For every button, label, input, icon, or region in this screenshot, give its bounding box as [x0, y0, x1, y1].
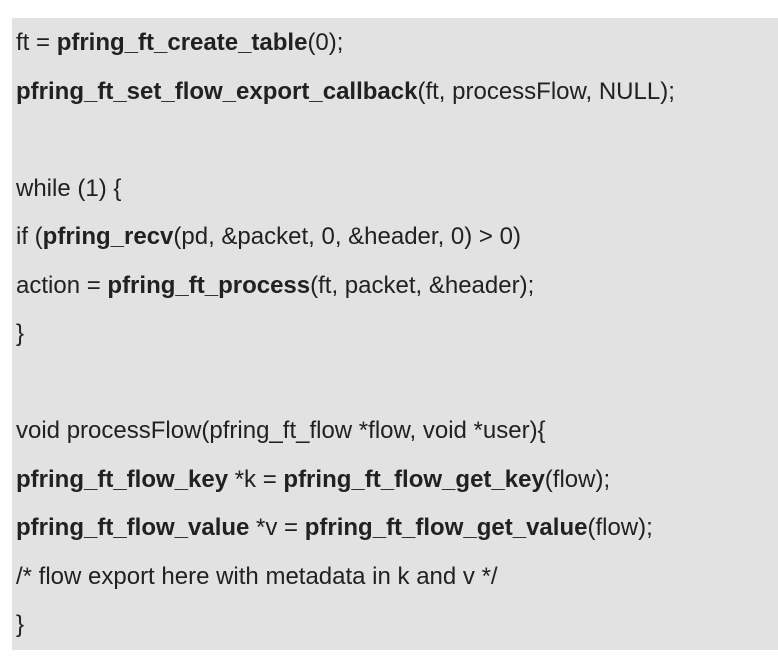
code-text: *v =: [249, 514, 305, 541]
code-line: action = pfring_ft_process(ft, packet, &…: [16, 262, 778, 311]
code-line: [16, 116, 778, 165]
code-text: (flow);: [544, 465, 611, 493]
code-text: (pd, &packet, 0, &header, 0) > 0): [173, 223, 521, 250]
code-function-name: pfring_recv: [42, 223, 174, 250]
code-text: if (: [16, 223, 43, 250]
code-text: (0);: [307, 29, 344, 56]
code-text: (ft, packet, &header);: [310, 271, 535, 299]
code-text: action =: [16, 271, 108, 299]
code-function-name: pfring_ft_create_table: [56, 29, 308, 56]
code-text: (flow);: [587, 514, 653, 541]
code-function-name: pfring_ft_set_flow_export_callback: [16, 77, 418, 105]
code-line: ft = pfring_ft_create_table(0);: [16, 19, 778, 68]
code-line: pfring_ft_set_flow_export_callback(ft, p…: [16, 68, 778, 117]
code-function-name: pfring_ft_flow_get_key: [283, 465, 545, 493]
code-line: while (1) {: [16, 165, 778, 214]
code-line: void processFlow(pfring_ft_flow *flow, v…: [16, 407, 778, 456]
code-text: }: [16, 320, 25, 347]
code-line: pfring_ft_flow_key *k = pfring_ft_flow_g…: [16, 456, 778, 505]
code-function-name: pfring_ft_process: [107, 271, 311, 299]
code-function-name: pfring_ft_flow_key: [16, 465, 229, 493]
code-text: *k =: [228, 465, 284, 493]
code-line: }: [16, 601, 778, 650]
code-text: while (1) {: [16, 174, 122, 202]
code-line: if (pfring_recv(pd, &packet, 0, &header,…: [16, 213, 778, 262]
code-line: /* flow export here with metadata in k a…: [16, 553, 778, 602]
code-line: pfring_ft_flow_value *v = pfring_ft_flow…: [16, 504, 778, 553]
code-function-name: pfring_ft_flow_get_value: [304, 514, 588, 541]
code-line: [16, 359, 778, 408]
code-text: }: [16, 611, 25, 638]
code-function-name: pfring_ft_flow_value: [16, 514, 250, 541]
code-line: }: [16, 310, 778, 359]
code-text: void processFlow(pfring_ft_flow *flow, v…: [16, 417, 546, 444]
code-text: (ft, processFlow, NULL);: [417, 77, 675, 105]
code-block: ft = pfring_ft_create_table(0);pfring_ft…: [12, 18, 778, 650]
code-text: /* flow export here with metadata in k a…: [16, 562, 498, 590]
code-text: ft =: [16, 29, 57, 56]
